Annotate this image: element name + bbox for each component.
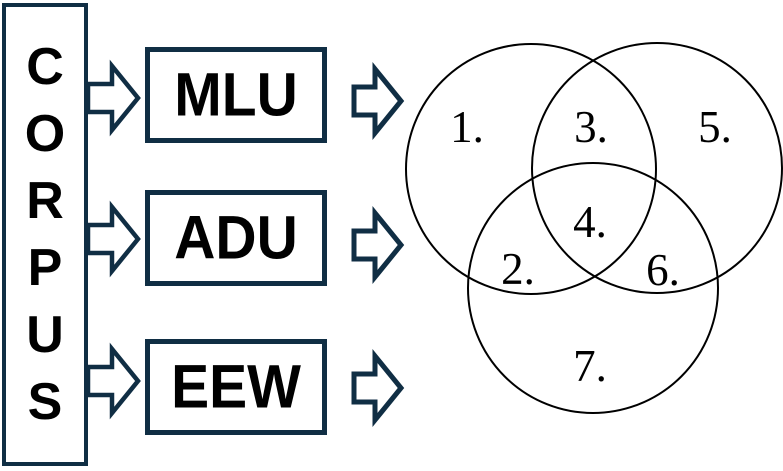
- module-label-adu: ADU: [174, 203, 298, 273]
- corpus-letter: U: [26, 305, 64, 364]
- adu-to-venn-arrow-icon: [351, 205, 405, 285]
- corpus-letter: R: [26, 171, 64, 230]
- venn-region-label-7: 7.: [573, 341, 607, 391]
- venn-region-label-6: 6.: [646, 245, 680, 295]
- corpus-to-eew-arrow-icon: [85, 342, 141, 420]
- corpus-to-mlu-arrow-icon: [85, 59, 141, 137]
- venn-region-label-5: 5.: [698, 102, 732, 152]
- eew-to-venn-arrow-icon: [351, 348, 405, 428]
- venn-circle-top-left: [405, 43, 657, 295]
- venn-region-label-1: 1.: [450, 102, 484, 152]
- module-box-mlu: MLU: [145, 47, 327, 143]
- venn-region-label-2: 2.: [501, 244, 535, 294]
- module-box-eew: EEW: [145, 339, 327, 435]
- corpus-letter: O: [24, 104, 66, 163]
- module-label-mlu: MLU: [174, 60, 298, 130]
- corpus-letter: C: [26, 37, 64, 96]
- module-box-adu: ADU: [145, 190, 327, 286]
- venn-region-label-4: 4.: [573, 197, 607, 247]
- venn-circle-top-right: [531, 42, 783, 294]
- corpus-letter: S: [27, 372, 63, 431]
- venn-circle-bottom: [467, 162, 719, 414]
- corpus-box: C O R P U S: [2, 3, 88, 466]
- venn-region-label-3: 3.: [574, 102, 608, 152]
- corpus-to-adu-arrow-icon: [85, 200, 141, 278]
- module-label-eew: EEW: [171, 352, 301, 422]
- corpus-letter: P: [27, 238, 63, 297]
- mlu-to-venn-arrow-icon: [351, 61, 405, 141]
